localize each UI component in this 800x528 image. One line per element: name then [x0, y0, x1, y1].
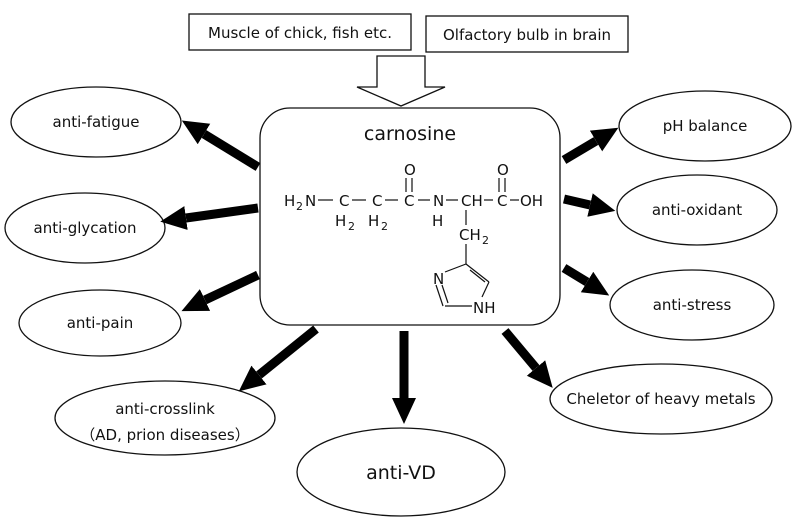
atom-c2: C — [372, 192, 382, 210]
arrow-to-anti-glycation — [160, 203, 259, 230]
center-title: carnosine — [364, 123, 456, 145]
arrow-to-anti-fatigue — [181, 120, 261, 171]
effect-chelator: Cheletor of heavy metals — [549, 363, 773, 435]
atom-c1: C — [339, 192, 349, 210]
source-muscle: Muscle of chick, fish etc. — [188, 13, 412, 51]
effect-anti-stress: anti-stress — [609, 269, 775, 341]
effect-anti-glycation-label: anti-glycation — [34, 219, 137, 237]
arrow-to-anti-oxidant — [562, 193, 616, 217]
atom-o1: O — [404, 161, 416, 179]
effect-anti-pain-label: anti-pain — [67, 314, 134, 332]
atom-ch: CH — [461, 192, 483, 210]
arrow-to-anti-stress — [561, 264, 610, 296]
effect-anti-fatigue: anti-fatigue — [10, 86, 182, 158]
atom-ch2: CH — [459, 226, 481, 244]
atom-ring-nh: NH — [473, 299, 496, 317]
atom-h2n-n: N — [305, 192, 316, 210]
atom-ring-n: N — [433, 270, 444, 288]
atom-c3: C — [404, 192, 414, 210]
arrow-to-anti-pain — [181, 270, 260, 312]
atom-c2-sub: 2 — [381, 220, 388, 233]
atom-c2-h: H — [368, 212, 379, 230]
effect-anti-crosslink-note: （AD, prion diseases） — [80, 426, 249, 444]
atom-c4: C — [497, 192, 507, 210]
effect-anti-crosslink-label: anti-crosslink — [115, 400, 215, 418]
arrow-to-ph-balance — [561, 127, 619, 164]
effect-chelator-label: Cheletor of heavy metals — [566, 390, 755, 408]
effect-anti-vd-label: anti-VD — [366, 462, 436, 484]
hollow-down-arrow — [356, 55, 446, 107]
atom-c1-h: H — [335, 212, 346, 230]
effect-anti-pain: anti-pain — [18, 289, 182, 357]
effect-anti-vd: anti-VD — [296, 427, 506, 517]
effect-anti-glycation: anti-glycation — [4, 192, 166, 264]
atom-ch2-sub: 2 — [482, 234, 489, 247]
effect-anti-crosslink: anti-crosslink （AD, prion diseases） — [54, 380, 276, 456]
source-olfactory-label: Olfactory bulb in brain — [443, 26, 611, 44]
atom-o2: O — [497, 161, 509, 179]
atom-c1-sub: 2 — [348, 220, 355, 233]
atom-n-amide-h: H — [432, 212, 443, 230]
carnosine-structure: H 2 N C H 2 C H 2 C O N H CH C O OH CH 2 — [284, 161, 543, 317]
center-box: carnosine — [259, 107, 561, 326]
atom-h2n-h: H — [284, 192, 295, 210]
atom-oh: OH — [520, 192, 543, 210]
effect-arrows — [160, 120, 619, 424]
atom-n-amide: N — [433, 192, 444, 210]
arrow-to-anti-crosslink — [238, 325, 319, 392]
effect-anti-oxidant-label: anti-oxidant — [652, 201, 742, 219]
source-muscle-label: Muscle of chick, fish etc. — [208, 24, 392, 42]
effect-anti-oxidant: anti-oxidant — [616, 174, 778, 246]
source-olfactory: Olfactory bulb in brain — [425, 15, 629, 53]
atom-h2n-sub: 2 — [296, 200, 303, 213]
arrow-to-chelator — [501, 328, 553, 388]
effect-ph-balance: pH balance — [618, 90, 792, 162]
effect-ph-balance-label: pH balance — [663, 117, 748, 135]
effect-anti-fatigue-label: anti-fatigue — [53, 113, 140, 131]
effect-anti-stress-label: anti-stress — [653, 296, 732, 314]
